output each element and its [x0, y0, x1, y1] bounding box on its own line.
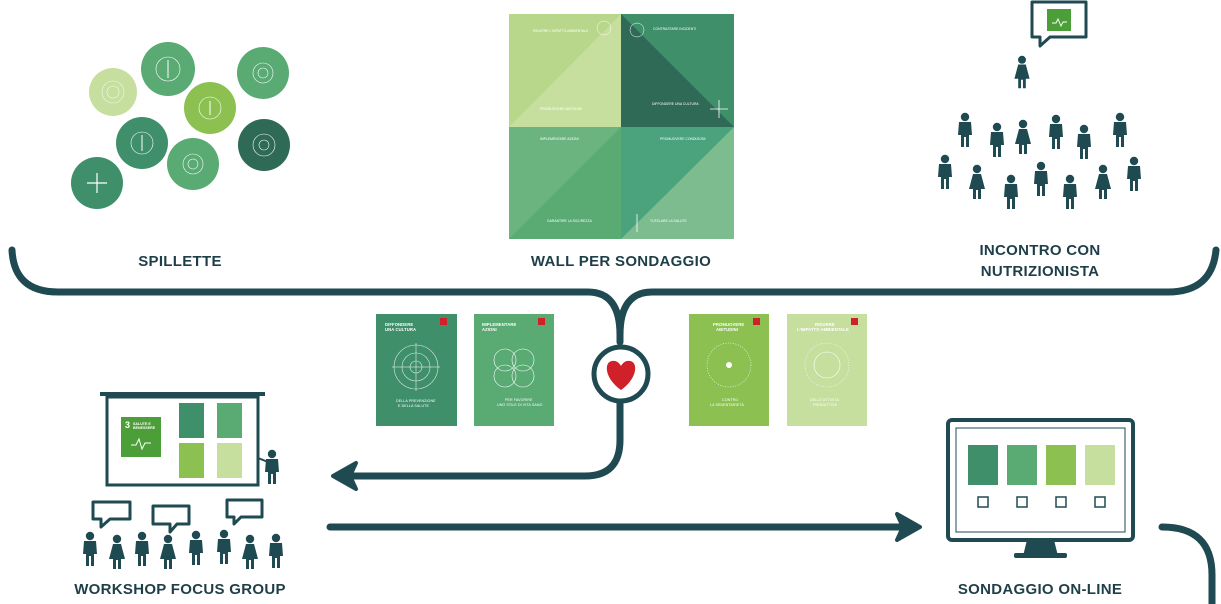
monitor-icon — [946, 418, 1135, 558]
svg-text:TUTELARE LA SALUTE: TUTELARE LA SALUTE — [650, 219, 687, 223]
label-wall: WALL PER SONDAGGIO — [530, 253, 712, 270]
poster-3 — [689, 314, 769, 426]
poster-3-title-1: PROMUOVERE — [713, 322, 744, 327]
arrow-left-icon — [331, 461, 358, 491]
poster-1-sub-1: DELLA PREVENZIONE — [396, 399, 436, 403]
badge — [71, 157, 123, 209]
speech-bubble-icon — [91, 498, 264, 534]
poster-2-title-1: IMPLEMENTARE — [482, 322, 516, 327]
poster-4 — [787, 314, 867, 426]
poster-4-title-1: RIDURRE — [815, 322, 835, 327]
badge — [238, 119, 290, 171]
svg-text:IMPLEMENTARE AZIONI: IMPLEMENTARE AZIONI — [540, 137, 579, 141]
poster-1 — [376, 314, 457, 426]
sdg-label-2: BENESSERE — [133, 426, 156, 430]
poster-2-sub-1: PER FAVORIRE — [505, 398, 533, 402]
label-sondaggio: SONDAGGIO ON-LINE — [957, 581, 1123, 598]
presenter-icon — [257, 449, 279, 484]
svg-text:PROMUOVERE ABITUDINI: PROMUOVERE ABITUDINI — [540, 107, 582, 111]
spillette-badges — [71, 42, 290, 209]
poster-4-sub-1: DELLE ATTIVITÀ — [810, 398, 840, 402]
badge — [184, 82, 236, 134]
audience-icon — [938, 112, 1141, 209]
heart-icon — [591, 344, 651, 404]
label-workshop: WORKSHOP FOCUS GROUP — [74, 581, 286, 598]
label-spillette: SPILLETTE — [138, 253, 222, 270]
focus-group-people-icon — [83, 529, 283, 569]
poster-3-title-2: ABITUDINI — [716, 327, 738, 332]
svg-text:PROMUOVERE CONDIZIONI: PROMUOVERE CONDIZIONI — [660, 137, 705, 141]
poster-1-sub-2: E DELLA SALUTE — [398, 404, 429, 408]
poster-4-sub-2: PRODUTTIVE — [813, 403, 838, 407]
poster-3-sub-1: CONTRO — [722, 398, 738, 402]
badge — [237, 47, 289, 99]
arrow-right-icon — [895, 512, 922, 542]
poster-2-sub-2: UNO STILE DI VITA SANO — [497, 403, 543, 407]
poster-4-title-2: L'IMPATTO AMBIENTALE — [797, 327, 849, 332]
survey-wall: RIDURRE L'IMPATTO AMBIENTALE CONTRASTARE… — [509, 14, 734, 239]
poster-2-title-2: AZIONI — [482, 327, 497, 332]
sdg-number: 3 — [125, 420, 130, 430]
poster-2 — [474, 314, 554, 426]
speech-bubble-sdg-icon — [1030, 0, 1088, 48]
badge — [141, 42, 195, 96]
top-bracket-line — [8, 246, 1220, 346]
svg-text:CONTRASTARE INCIDENTI: CONTRASTARE INCIDENTI — [653, 27, 696, 31]
svg-text:DIFFONDERE UNA CULTURA: DIFFONDERE UNA CULTURA — [652, 102, 699, 106]
sdg-label-1: SALUTE E — [133, 422, 151, 426]
flow-line-exit — [1158, 523, 1216, 604]
svg-text:RIDURRE L'IMPATTO AMBIENTALE: RIDURRE L'IMPATTO AMBIENTALE — [533, 29, 589, 33]
poster-1-title-1: DIFFONDERE — [385, 322, 413, 327]
poster-1-title-2: UNA CULTURA — [385, 327, 416, 332]
label-incontro-1: INCONTRO CON — [979, 242, 1101, 259]
badge — [116, 117, 168, 169]
label-incontro-2: NUTRIZIONISTA — [980, 263, 1100, 280]
badge — [89, 68, 137, 116]
flow-line-to-workshop — [348, 396, 624, 480]
poster-3-sub-2: LA SEDENTARIETÀ — [710, 403, 744, 407]
badge — [167, 138, 219, 190]
nutritionist-person-icon — [1014, 55, 1030, 89]
svg-text:GARANTIRE LA SICUREZZA: GARANTIRE LA SICUREZZA — [547, 219, 593, 223]
whiteboard-icon — [100, 392, 265, 487]
